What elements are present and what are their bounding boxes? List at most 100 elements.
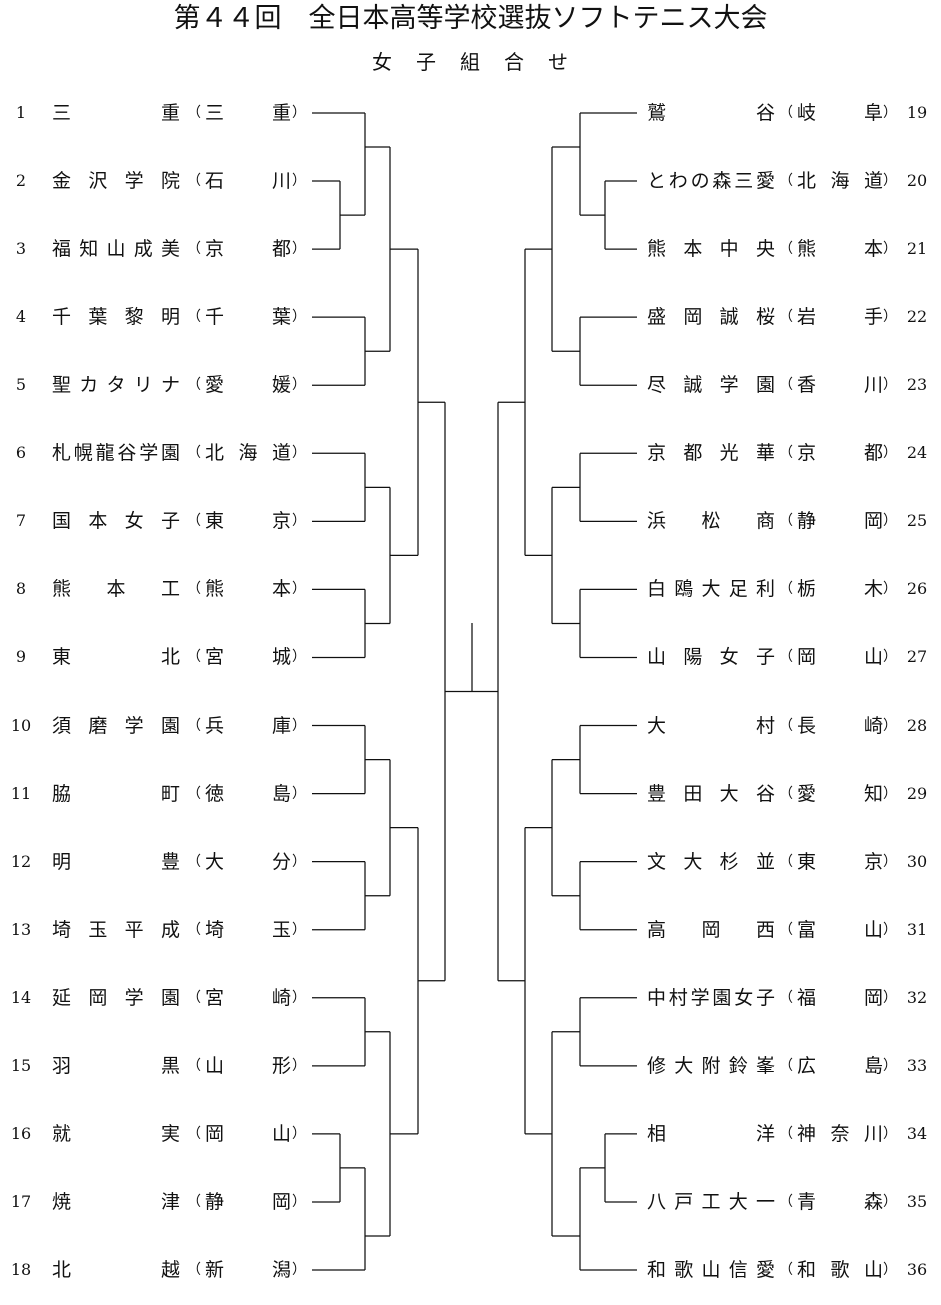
prefecture-name: 徳島 [205, 782, 291, 805]
paren-close: ） [292, 241, 306, 258]
paren-close: ） [883, 241, 897, 258]
paren-open: （ [187, 785, 201, 802]
prefecture-name: 岡山 [205, 1122, 291, 1145]
paren-open: （ [187, 989, 201, 1006]
prefecture-name: 静岡 [205, 1190, 291, 1213]
paren-open: （ [187, 1057, 201, 1074]
school-name: とわの森三愛 [647, 170, 775, 193]
prefecture-name: 愛知 [797, 782, 883, 805]
paren-open: （ [779, 853, 793, 870]
seed-number: 27 [906, 647, 928, 667]
seed-number: 35 [906, 1191, 928, 1211]
paren-close: ） [883, 989, 897, 1006]
paren-close: ） [292, 1262, 306, 1279]
school-name: 高岡西 [647, 918, 775, 941]
paren-close: ） [883, 1262, 897, 1279]
school-name: 修大附鈴峯 [647, 1054, 775, 1077]
seed-number: 12 [10, 851, 32, 871]
seed-number: 33 [906, 1055, 928, 1075]
seed-number: 26 [906, 579, 928, 599]
page-title: 第４４回 全日本高等学校選抜ソフトテニス大会 [173, 3, 768, 34]
paren-close: ） [292, 377, 306, 394]
school-name: 聖カタリナ [52, 374, 180, 397]
prefecture-name: 東京 [797, 850, 883, 873]
paren-open: （ [779, 377, 793, 394]
paren-close: ） [292, 1125, 306, 1142]
prefecture-name: 富山 [797, 918, 883, 941]
paren-close: ） [292, 989, 306, 1006]
school-name: 和歌山信愛 [647, 1259, 775, 1282]
seed-number: 9 [15, 647, 27, 667]
prefecture-name: 和歌山 [797, 1259, 883, 1282]
paren-close: ） [292, 173, 306, 190]
school-name: 文大杉並 [647, 850, 775, 873]
seed-number: 31 [906, 919, 928, 939]
prefecture-name: 三重 [205, 102, 291, 124]
school-name: 三重 [52, 102, 180, 124]
prefecture-name: 北海道 [797, 170, 883, 193]
paren-close: ） [883, 717, 897, 734]
seed-number: 30 [906, 851, 928, 871]
prefecture-name: 千葉 [205, 306, 291, 329]
page-subtitle: 女子組合せ [372, 50, 568, 74]
paren-open: （ [187, 445, 201, 462]
paren-open: （ [187, 581, 201, 598]
prefecture-name: 岩手 [797, 306, 883, 329]
seed-number: 28 [906, 715, 928, 735]
seed-number: 8 [15, 579, 27, 599]
school-name: 就実 [52, 1122, 180, 1145]
prefecture-name: 神奈川 [797, 1122, 883, 1145]
seed-number: 6 [15, 443, 27, 463]
seed-number: 5 [15, 375, 27, 395]
prefecture-name: 岐阜 [797, 102, 883, 124]
seed-number: 19 [906, 103, 928, 122]
seed-number: 13 [10, 919, 32, 939]
paren-close: ） [883, 921, 897, 938]
paren-close: ） [883, 173, 897, 190]
paren-close: ） [883, 649, 897, 666]
school-name: 豊田大谷 [647, 782, 775, 805]
prefecture-name: 宮崎 [205, 986, 291, 1009]
seed-number: 32 [906, 987, 928, 1007]
school-name: 中村学園女子 [647, 986, 775, 1009]
paren-close: ） [292, 445, 306, 462]
prefecture-name: 大分 [205, 850, 291, 873]
seed-number: 22 [906, 307, 928, 327]
seed-number: 14 [10, 987, 32, 1007]
prefecture-name: 埼玉 [205, 918, 291, 941]
paren-open: （ [187, 309, 201, 326]
paren-close: ） [292, 309, 306, 326]
paren-open: （ [779, 649, 793, 666]
prefecture-name: 東京 [205, 510, 291, 533]
paren-close: ） [292, 581, 306, 598]
seed-number: 7 [15, 511, 27, 531]
paren-close: ） [883, 309, 897, 326]
prefecture-name: 愛媛 [205, 374, 291, 397]
school-name: 山陽女子 [647, 646, 775, 669]
paren-open: （ [779, 309, 793, 326]
paren-open: （ [187, 105, 201, 121]
school-name: 延岡学園 [52, 986, 180, 1009]
school-name: 北越 [52, 1259, 180, 1282]
school-name: 金沢学院 [52, 170, 180, 193]
paren-open: （ [779, 717, 793, 734]
paren-close: ） [292, 513, 306, 530]
paren-close: ） [292, 1193, 306, 1210]
paren-open: （ [187, 717, 201, 734]
